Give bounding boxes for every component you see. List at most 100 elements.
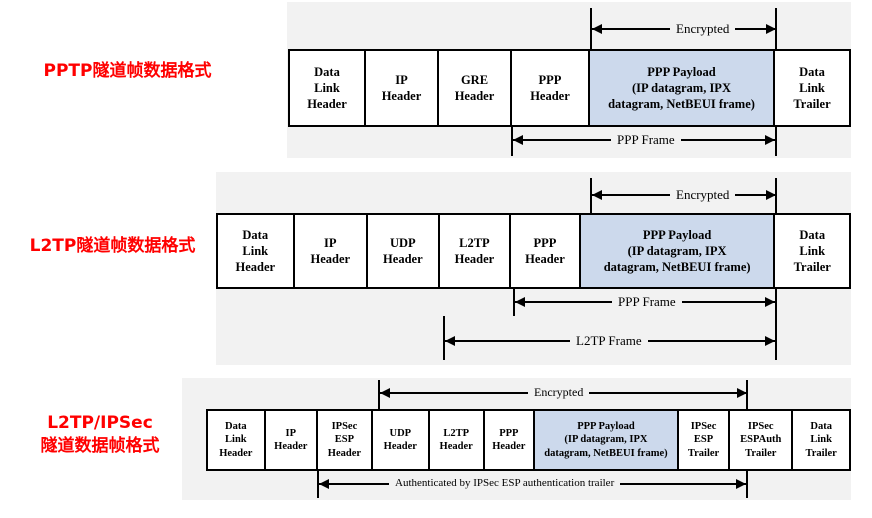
cell-line: Header: [310, 252, 351, 266]
cell-line: IPSec: [747, 420, 774, 432]
cell-line: Trailer: [805, 447, 837, 459]
cell-line: Data: [225, 420, 247, 432]
cell-line: ESP: [334, 434, 355, 446]
cell-ip-header: IP Header: [265, 411, 318, 469]
cell-line: IP: [285, 427, 297, 439]
cell-ppp-header: PPP Header: [512, 51, 590, 125]
tick-row2-pppframe-left: [513, 289, 515, 316]
cell-data-link-trailer: Data Link Trailer: [775, 215, 849, 287]
tick-row2-pppframe-right: [775, 289, 777, 316]
cell-l2tp-header: L2TP Header: [439, 215, 512, 287]
cell-line: Data: [810, 420, 832, 432]
tick-row3-encrypted-right: [746, 380, 748, 410]
arrow-left-icon: [319, 479, 329, 489]
annotation-row1-ppp-frame: PPP Frame: [513, 133, 775, 147]
cell-line: datagram, NetBEUI frame): [544, 447, 668, 459]
cell-line: UDP: [389, 427, 412, 439]
cell-line: datagram, NetBEUI frame): [608, 97, 755, 111]
annotation-row3-authenticated: Authenticated by IPSec ESP authenticatio…: [319, 477, 746, 491]
tick-row3-auth-right: [746, 471, 748, 498]
annotation-row2-l2tp-frame: L2TP Frame: [445, 334, 775, 348]
cell-line: Header: [219, 447, 253, 459]
cell-line: Header: [274, 441, 308, 452]
cell-line: L2TP: [459, 236, 490, 250]
cell-line: Link: [799, 244, 826, 258]
arrow-left-icon: [592, 24, 602, 34]
row-label-l2tp: L2TP隧道帧数据格式: [5, 235, 220, 258]
cell-line: IP: [324, 236, 337, 250]
tick-row2-l2tpframe-right: [775, 316, 777, 360]
tick-row2-l2tpframe-left: [443, 316, 445, 360]
cell-line: Trailer: [793, 97, 831, 111]
cell-line: IP: [395, 73, 408, 87]
annotation-row3-encrypted-label: Encrypted: [534, 385, 584, 399]
arrow-right-icon: [737, 388, 747, 398]
cell-data-link-trailer: Data Link Trailer: [775, 51, 849, 125]
cell-udp-header: UDP Header: [372, 411, 430, 469]
cell-line: Link: [799, 81, 825, 95]
frame-l2tp-ipsec: Data Link Header IP Header IPSec ESP Hea…: [206, 409, 851, 471]
tick-row2-encrypted-right: [775, 178, 777, 215]
cell-ppp-header: PPP Header: [484, 411, 536, 469]
cell-line: Header: [439, 441, 473, 452]
cell-ppp-payload: PPP Payload (IP datagram, IPX datagram, …: [580, 215, 776, 287]
cell-line: Trailer: [687, 447, 720, 459]
cell-line: Header: [454, 252, 495, 266]
cell-ipsec-espauth-trailer: IPSec ESPAuth Trailer: [730, 411, 794, 469]
cell-line: Header: [307, 97, 347, 111]
cell-line: L2TP: [443, 427, 469, 439]
arrow-left-icon: [515, 297, 525, 307]
annotation-row2-encrypted-label: Encrypted: [676, 186, 730, 202]
cell-line: PPP Payload: [642, 228, 712, 242]
cell-data-link-header: Data Link Header: [290, 51, 366, 125]
cell-line: GRE: [460, 73, 489, 87]
annotation-row1-ppp-frame-label: PPP Frame: [617, 131, 675, 147]
annotation-row1-encrypted: Encrypted: [592, 22, 776, 36]
arrow-right-icon: [766, 190, 776, 200]
cell-line: (IP datagram, IPX: [632, 81, 731, 95]
arrow-left-icon: [445, 336, 455, 346]
annotation-row2-l2tp-frame-label: L2TP Frame: [576, 332, 642, 348]
cell-ipsec-esp-trailer: IPSec ESP Trailer: [678, 411, 731, 469]
frame-pptp: Data Link Header IP Header GRE Header PP…: [288, 49, 851, 127]
cell-line: Header: [235, 260, 276, 274]
annotation-row3-authenticated-label: Authenticated by IPSec ESP authenticatio…: [395, 476, 615, 489]
cell-ip-header: IP Header: [366, 51, 439, 125]
cell-line: PPP Payload: [577, 420, 635, 432]
cell-line: PPP: [499, 427, 519, 439]
cell-line: Data: [242, 228, 269, 242]
cell-line: (IP datagram, IPX: [627, 244, 727, 258]
cell-line: Header: [530, 89, 570, 103]
cell-line: Link: [225, 434, 247, 446]
cell-line: Header: [383, 252, 423, 266]
cell-line: Header: [492, 441, 526, 452]
arrow-right-icon: [766, 24, 776, 34]
cell-ipsec-esp-header: IPSec ESP Header: [317, 411, 373, 469]
cell-ppp-payload: PPP Payload (IP datagram, IPX datagram, …: [535, 411, 679, 469]
cell-line: Header: [383, 441, 417, 452]
cell-line: Header: [327, 447, 362, 459]
annotation-row1-encrypted-label: Encrypted: [676, 20, 730, 36]
cell-gre-header: GRE Header: [439, 51, 512, 125]
tick-row3-encrypted-left: [378, 380, 380, 410]
cell-line: (IP datagram, IPX: [564, 434, 648, 446]
cell-line: Link: [314, 81, 340, 95]
cell-line: PPP: [533, 236, 557, 250]
arrow-left-icon: [380, 388, 390, 398]
cell-line: datagram, NetBEUI frame): [603, 260, 751, 274]
cell-line: IPSec: [690, 420, 717, 432]
arrow-right-icon: [765, 135, 775, 145]
arrow-left-icon: [592, 190, 602, 200]
cell-line: Header: [525, 252, 565, 266]
cell-line: Trailer: [793, 260, 831, 274]
cell-line: Data: [314, 65, 340, 79]
cell-line: Header: [454, 89, 495, 103]
tick-row1-pppframe-right: [775, 127, 777, 156]
row-label-l2tp-ipsec-line1: L2TP/IPSec: [47, 413, 153, 433]
arrow-right-icon: [736, 479, 746, 489]
cell-udp-header: UDP Header: [368, 215, 440, 287]
row-label-pptp: PPTP隧道帧数据格式: [20, 60, 235, 83]
annotation-row2-ppp-frame-label: PPP Frame: [618, 293, 676, 309]
tick-row1-pppframe-left: [511, 127, 513, 156]
cell-line: Header: [381, 89, 422, 103]
